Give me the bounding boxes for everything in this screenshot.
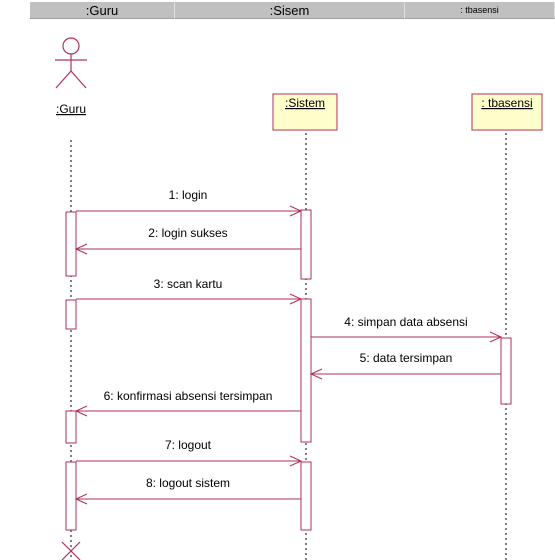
message-label-2: 2: login sukses [148, 226, 227, 240]
sistem-activation-1 [300, 209, 312, 280]
tbasensi-object-box[interactable] [471, 93, 543, 131]
tbasensi-object-label: : tbasensi [481, 96, 532, 110]
message-label-6: 6: konfirmasi absensi tersimpan [104, 389, 273, 403]
column-header-guru[interactable]: :Guru [30, 2, 175, 19]
guru-activation-2 [65, 299, 77, 330]
message-label-8: 8: logout sistem [146, 476, 230, 490]
guru-activation-3 [65, 410, 77, 444]
arrowhead-icon [74, 405, 88, 417]
guru-actor-icon[interactable] [55, 37, 87, 89]
sistem-object-box[interactable] [272, 93, 338, 131]
sistem-activation-3 [300, 461, 312, 531]
tbasensi-activation [500, 337, 512, 405]
message-label-4: 4: simpan data absensi [344, 315, 467, 329]
guru-activation-1 [65, 211, 77, 277]
message-label-1: 1: login [169, 188, 208, 202]
destroy-x-icon [61, 541, 81, 560]
column-header-sistem[interactable]: :Sisem [175, 2, 405, 19]
message-label-5: 5: data tersimpan [360, 351, 453, 365]
sistem-object-label: :Sistem [285, 96, 325, 110]
message-label-7: 7: logout [165, 438, 212, 452]
arrowhead-icon [289, 205, 303, 217]
sistem-activation-2 [300, 298, 312, 443]
column-header-bar: :Guru :Sisem : tbasensi [0, 0, 555, 20]
guru-activation-4 [65, 461, 77, 531]
arrowhead-icon [489, 331, 503, 343]
arrowhead-icon [309, 368, 323, 380]
arrowhead-icon [289, 293, 303, 305]
arrowhead-icon [74, 493, 88, 505]
arrowhead-icon [74, 243, 88, 255]
message-label-3: 3: scan kartu [154, 277, 223, 291]
guru-actor-label: :Guru [56, 102, 86, 116]
arrowhead-icon [289, 455, 303, 467]
